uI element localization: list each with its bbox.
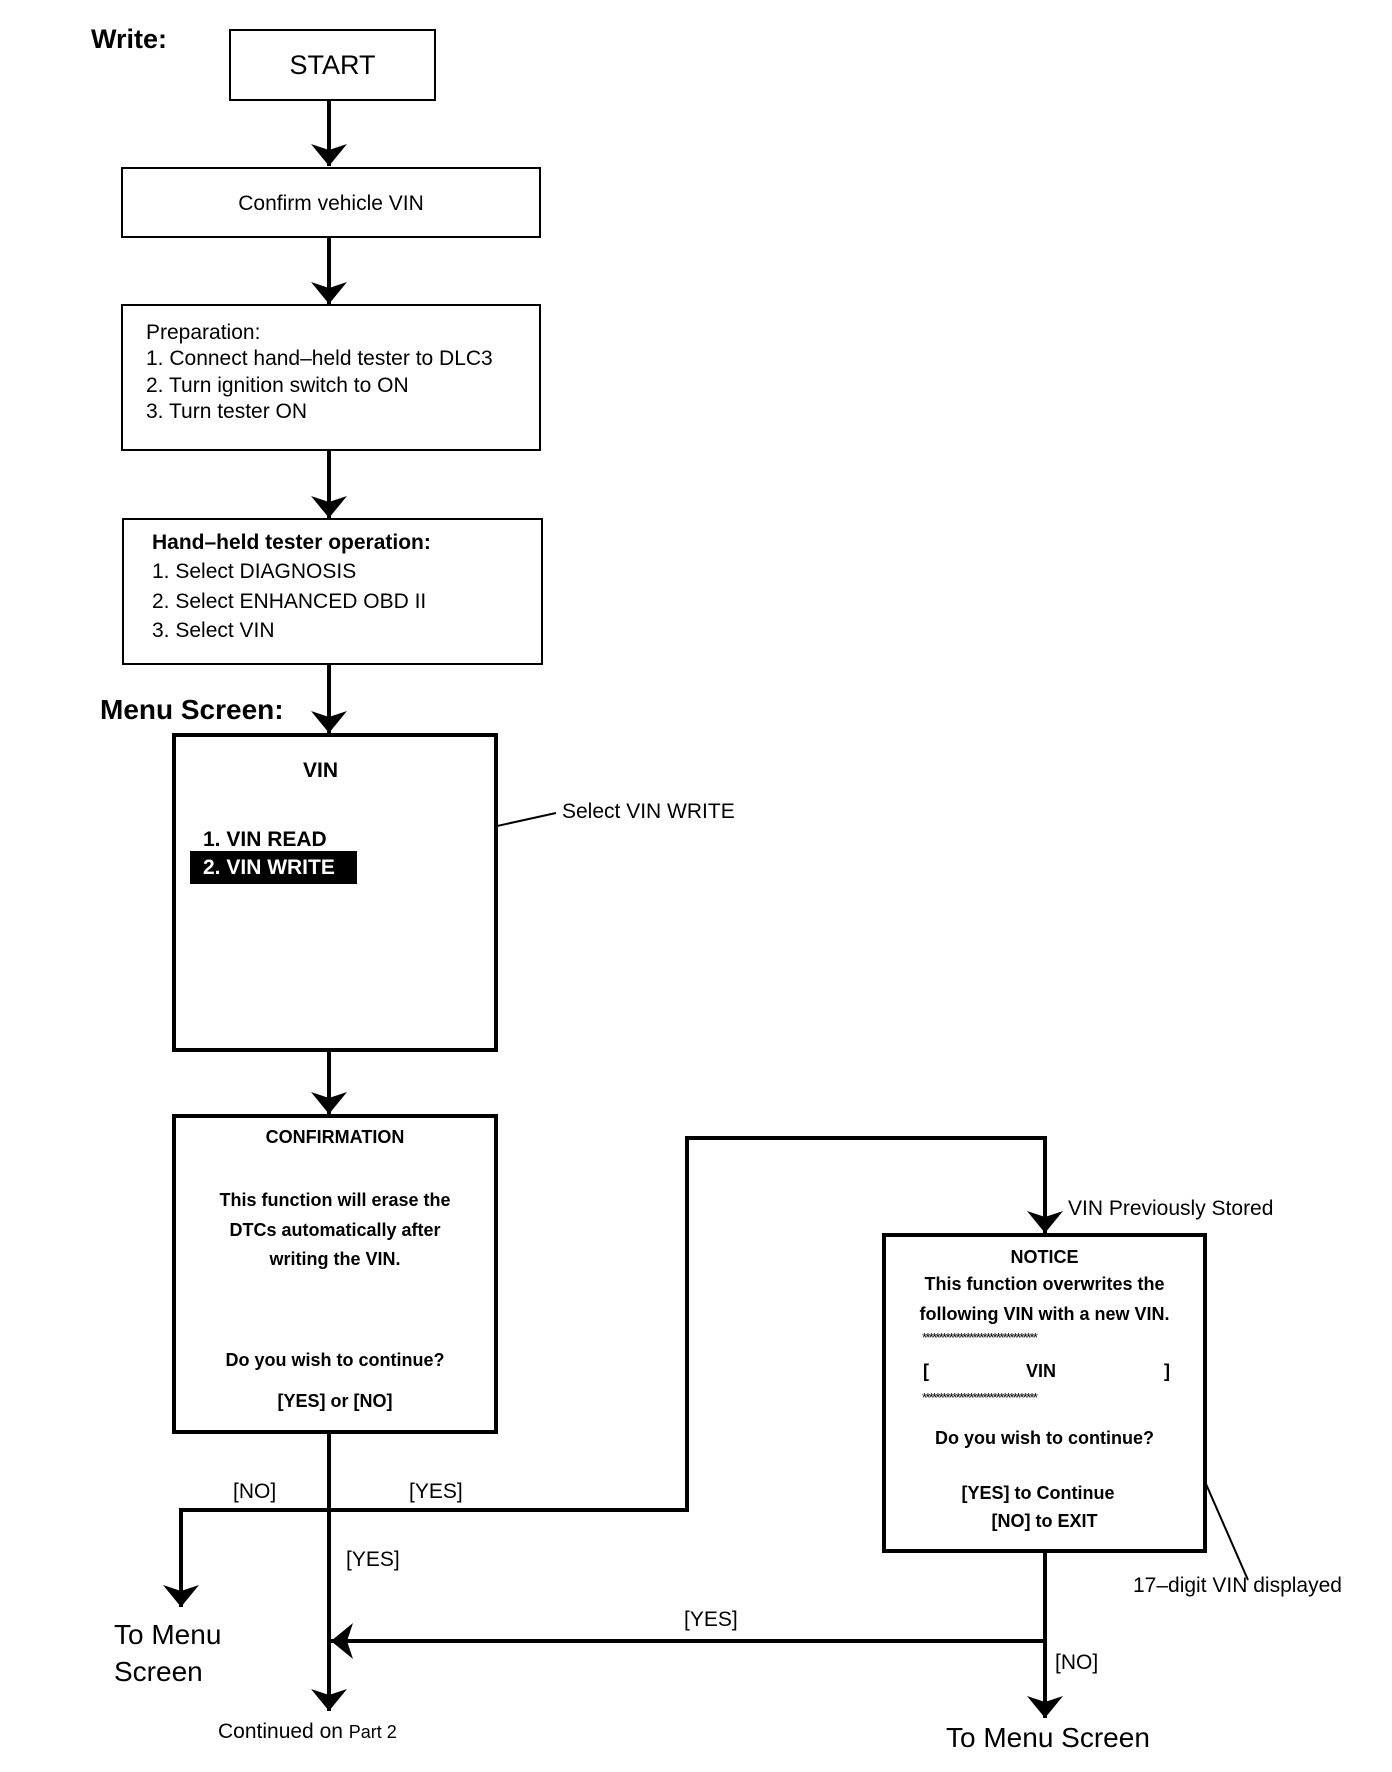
callout-select-vin-write: Select VIN WRITE — [562, 800, 735, 823]
confirmation-line: writing the VIN. — [269, 1249, 401, 1269]
write-heading: Write: — [91, 24, 168, 54]
tester-operation-step: 2. Select ENHANCED OBD II — [152, 590, 427, 613]
notice-line: This function overwrites the — [924, 1274, 1165, 1294]
branch-label-yes-notice: [YES] — [684, 1608, 738, 1631]
branch-label-yes-down: [YES] — [346, 1548, 400, 1571]
vin-menu-title: VIN — [303, 759, 339, 782]
notice-bracket-close: ] — [1164, 1361, 1170, 1381]
preparation-step: 3. Turn tester ON — [146, 399, 308, 423]
to-menu-screen-right: To Menu Screen — [946, 1722, 1150, 1753]
preparation-title: Preparation: — [146, 321, 261, 344]
menu-item-vin-write[interactable]: 2. VIN WRITE — [190, 851, 357, 884]
confirmation-options[interactable]: [YES] or [NO] — [277, 1391, 393, 1411]
notice-bracket-open: [ — [923, 1361, 929, 1381]
seventeen-digit-vin-label: 17–digit VIN displayed — [1133, 1574, 1342, 1597]
notice-title: NOTICE — [1010, 1247, 1079, 1267]
preparation-box — [121, 304, 541, 451]
notice-stars-top: ********************************** — [922, 1330, 1038, 1345]
tester-operation-box — [122, 518, 543, 665]
confirmation-question: Do you wish to continue? — [225, 1350, 445, 1370]
notice-yes-option[interactable]: [YES] to Continue — [961, 1483, 1115, 1503]
continued-label: Continued on Part 2 — [218, 1721, 397, 1742]
confirmation-line: DTCs automatically after — [229, 1220, 441, 1240]
notice-no-option[interactable]: [NO] to EXIT — [991, 1511, 1098, 1531]
tester-operation-step: 1. Select DIAGNOSIS — [152, 560, 357, 583]
notice-line: following VIN with a new VIN. — [919, 1304, 1170, 1324]
confirm-vin-box — [121, 167, 541, 238]
tester-operation-title: Hand–held tester operation: — [152, 531, 431, 554]
continued-part-ref: Part 2 — [348, 1722, 397, 1742]
branch-label-no: [NO] — [233, 1480, 277, 1503]
preparation-text: Preparation: 1. Connect hand–held tester… — [146, 320, 493, 425]
confirm-vin-label: Confirm vehicle VIN — [238, 192, 424, 215]
notice-vin-field: VIN — [1026, 1361, 1057, 1381]
continued-text: Continued on — [218, 1720, 343, 1743]
menu-screen-heading: Menu Screen: — [100, 694, 284, 725]
confirmation-screen — [172, 1114, 498, 1434]
confirmation-title: CONFIRMATION — [265, 1127, 405, 1147]
vin-menu-screen — [172, 733, 498, 1052]
to-menu-screen-left-line1: To Menu — [114, 1619, 222, 1650]
preparation-step: 2. Turn ignition switch to ON — [146, 373, 409, 397]
menu-item-vin-read[interactable]: 1. VIN READ — [203, 828, 327, 851]
vin-previously-stored-label: VIN Previously Stored — [1068, 1197, 1274, 1220]
preparation-step: 1. Connect hand–held tester to DLC3 — [146, 347, 493, 371]
tester-operation-step: 3. Select VIN — [152, 619, 275, 642]
confirmation-line: This function will erase the — [219, 1190, 451, 1210]
notice-screen — [882, 1233, 1207, 1553]
notice-stars-bottom: ********************************** — [922, 1390, 1038, 1405]
start-label: START — [289, 50, 376, 80]
to-menu-screen-left-line2: Screen — [114, 1656, 203, 1687]
arrow-no-to-menu — [163, 1508, 329, 1607]
arrow-yes-to-notice — [329, 1136, 1063, 1512]
branch-label-yes: [YES] — [409, 1480, 463, 1503]
notice-question: Do you wish to continue? — [935, 1428, 1154, 1448]
start-box — [229, 29, 436, 101]
branch-label-no-notice: [NO] — [1055, 1651, 1099, 1674]
